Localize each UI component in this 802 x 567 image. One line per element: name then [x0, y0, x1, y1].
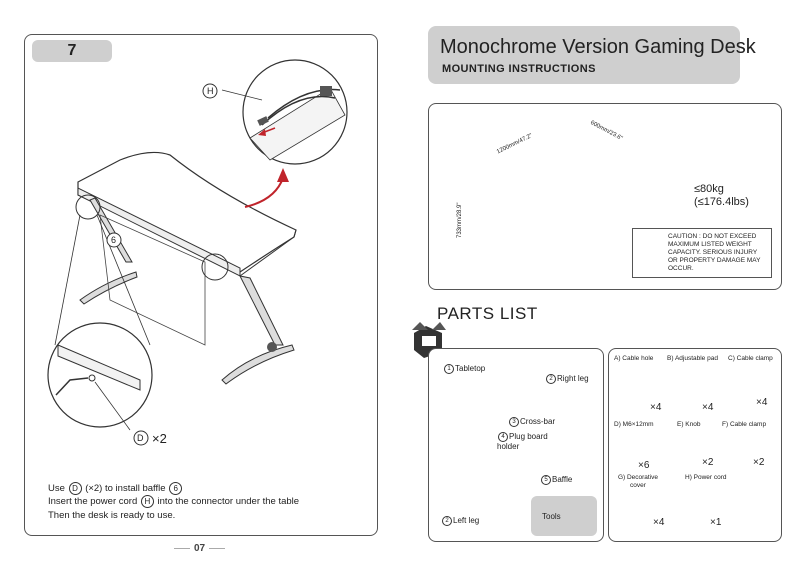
- step-number-badge: 7: [32, 40, 112, 62]
- hardware-c-qty: ×4: [756, 397, 768, 408]
- baffle-drawing: [99, 214, 206, 346]
- detail-circle-screw: [47, 322, 153, 428]
- tools-label: Tools: [542, 512, 561, 521]
- parts-list-title: PARTS LIST: [437, 304, 538, 323]
- hardware-f-label: F) Cable clamp: [722, 421, 767, 428]
- hardware-e-label: E) Knob: [677, 421, 701, 428]
- hardware-e-qty: ×2: [702, 457, 714, 468]
- ref-circle-6: 6: [169, 482, 183, 495]
- callout-h-label: H: [207, 86, 214, 96]
- weight-capacity: ≤80kg (≤176.4lbs): [694, 183, 749, 208]
- caution-text: CAUTION : DO NOT EXCEED MAXIMUM LISTED W…: [668, 233, 761, 272]
- page-number: 07: [170, 543, 229, 554]
- callout-d-label: D: [137, 433, 144, 443]
- hardware-g-qty: ×4: [653, 517, 665, 528]
- ref-circle-h: H: [140, 495, 154, 508]
- hardware-c-label: C) Cable clamp: [728, 355, 773, 362]
- title-box: [428, 26, 740, 84]
- hardware-h-qty: ×1: [710, 517, 722, 528]
- desk-tabletop-drawing: [77, 151, 297, 273]
- hardware-f-qty: ×2: [753, 457, 765, 468]
- callout-6-label: 6: [111, 235, 117, 245]
- hardware-b-label: B) Adjustable pad: [667, 355, 718, 362]
- caution-box: [632, 228, 772, 278]
- ref-circle-d: D: [68, 482, 82, 495]
- callout-d-quantity: ×2: [152, 431, 167, 446]
- instruction-line-1: Use D (×2) to install baffle 6: [48, 482, 183, 495]
- instruction-line-2: Insert the power cord H into the connect…: [48, 495, 300, 508]
- document-title: Monochrome Version Gaming Desk: [440, 36, 756, 58]
- hardware-a-qty: ×4: [650, 402, 662, 413]
- hardware-d-label: D) M6×12mm: [614, 421, 654, 428]
- instruction-line-3: Then the desk is ready to use.: [48, 510, 176, 521]
- tools-box: [531, 496, 597, 536]
- hardware-b-qty: ×4: [702, 402, 714, 413]
- right-leg-drawing: [239, 275, 284, 346]
- hardware-a-label: A) Cable hole: [614, 355, 654, 362]
- hardware-parts-panel: [608, 348, 782, 542]
- hardware-h-label: H) Power cord: [685, 474, 727, 481]
- height-dimension: 733mm/28.9": [457, 202, 463, 238]
- specification-panel: [428, 103, 782, 290]
- hardware-d-qty: ×6: [638, 460, 650, 471]
- hardware-g-label: G) Decorative cover: [617, 474, 659, 489]
- document-subtitle: MOUNTING INSTRUCTIONS: [442, 63, 596, 75]
